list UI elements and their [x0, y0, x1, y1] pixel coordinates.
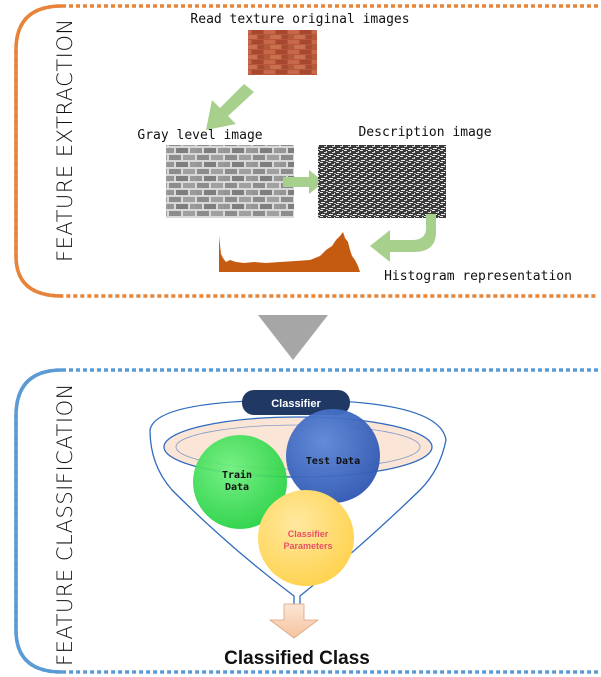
train-data-circle [193, 435, 287, 529]
test-data-label: Test Data [306, 456, 360, 467]
histogram-shape [219, 232, 360, 272]
section-transition-arrow [258, 315, 328, 360]
original-image-label: Read texture original images [190, 12, 409, 27]
extraction-section-label: FEATURE EXTRACTION [53, 18, 77, 262]
original-texture-image [248, 30, 317, 75]
train-data-label-1: Train [222, 469, 252, 481]
extraction-section: FEATURE EXTRACTION Read texture original… [14, 4, 598, 298]
arrow-to-histogram [370, 214, 436, 262]
histogram-label: Histogram representation [384, 269, 572, 284]
arrow-to-gray [206, 84, 254, 130]
histogram-chart [219, 232, 360, 272]
params-circle [258, 490, 354, 586]
classifier-badge: Classifier [242, 390, 350, 415]
gray-image-label: Gray level image [137, 128, 262, 143]
description-image [318, 145, 446, 218]
params-label-1: Classifier [288, 529, 329, 539]
classifier-badge-shape [242, 390, 350, 415]
train-data-label-2: Data [225, 482, 249, 493]
classification-section: FEATURE CLASSIFICATION Classifier Train … [14, 368, 598, 674]
arrow-to-description [283, 170, 324, 194]
params-label-2: Parameters [283, 541, 332, 551]
classification-section-label: FEATURE CLASSIFICATION [53, 383, 77, 666]
description-image-label: Description image [358, 125, 491, 140]
test-data-circle [286, 409, 380, 503]
classifier-badge-label: Classifier [271, 398, 321, 410]
gray-level-image [166, 145, 294, 218]
output-arrow [268, 603, 320, 639]
classified-class-label: Classified Class [224, 648, 370, 669]
